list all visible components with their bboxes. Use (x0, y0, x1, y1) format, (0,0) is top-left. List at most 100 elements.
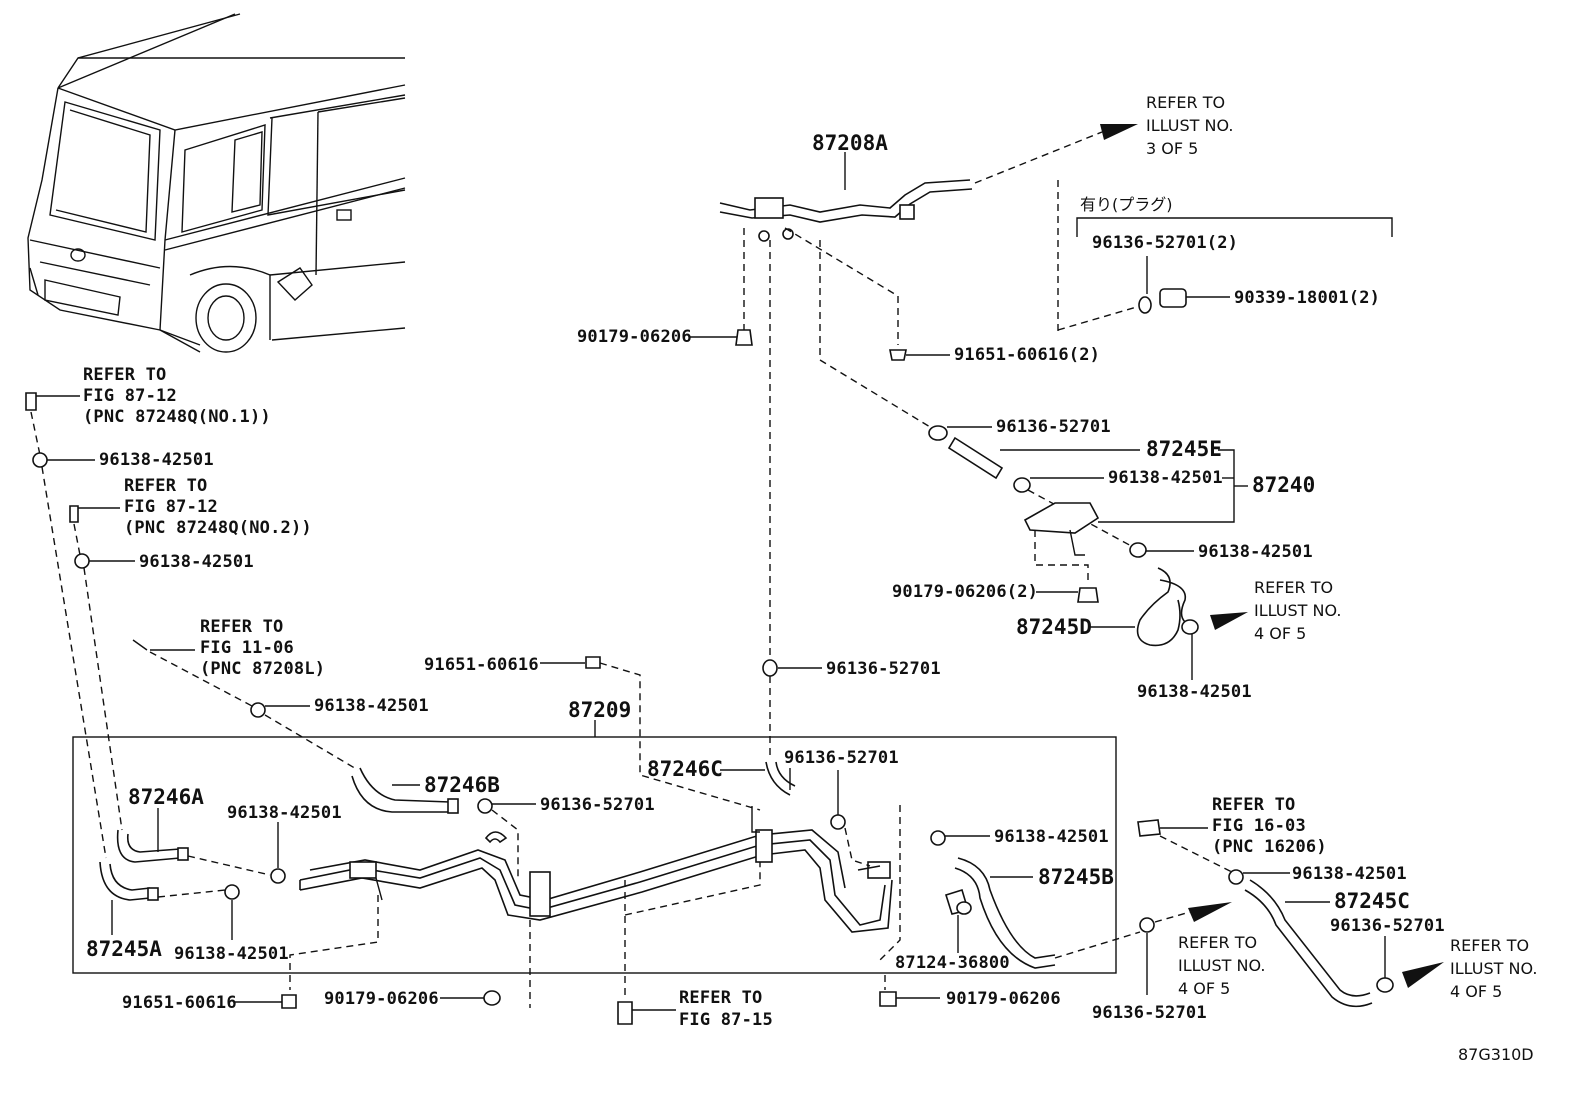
svg-text:(PNC 87208L): (PNC 87208L) (200, 659, 325, 679)
label-96136-52701-2: 96136-52701(2) (1092, 233, 1238, 253)
assembly-87209-label: 87209 (568, 698, 631, 722)
dash-to-illust-3of5 (974, 131, 1103, 184)
nut-90179-06206-2 (1077, 587, 1099, 603)
clamp-96138-42501-b (1129, 542, 1147, 558)
svg-text:REFER TO: REFER TO (1146, 93, 1225, 112)
label-96136-52701-b: 96136-52701 (540, 795, 655, 815)
clamp-96138-42501-f (224, 884, 240, 900)
clamp-96136-52701-e (1139, 917, 1155, 933)
plug-note-bracket (1076, 217, 1393, 237)
label-87245C: 87245C (1334, 889, 1410, 913)
label-96136-52701-mid: 96136-52701 (826, 659, 941, 679)
hose-87245D (1136, 567, 1181, 647)
label-96138-42501-f: 96138-42501 (174, 944, 289, 964)
label-90179-06206-bot1: 90179-06206 (324, 989, 439, 1009)
clamp-96138-42501-left3 (250, 702, 266, 718)
dash-87246A-to-clamp (187, 855, 271, 876)
hose-87245E (947, 436, 1004, 480)
label-90179-06206-2: 90179-06206(2) (892, 582, 1038, 602)
clamp-96138-42501-left1 (32, 452, 48, 468)
bolt-91651-60616-mid (585, 656, 601, 669)
dash-no1-to-clamp (30, 411, 41, 456)
label-90339-18001-2: 90339-18001(2) (1234, 288, 1380, 308)
pipe-end-16206 (1137, 819, 1161, 837)
svg-text:REFER TO: REFER TO (1450, 936, 1529, 955)
dash-87246B-to-pipe (491, 809, 519, 880)
svg-text:REFER TO: REFER TO (1178, 933, 1257, 952)
hose-87245C (1249, 879, 1371, 997)
label-90179-06206-top: 90179-06206 (577, 327, 692, 347)
svg-text:ILLUST NO.: ILLUST NO. (1254, 601, 1341, 620)
assembly-87209-frame (72, 736, 1117, 974)
dash-87245A-to-clamp (157, 889, 226, 898)
clamp-96138-42501-left2 (74, 553, 90, 569)
svg-text:4 OF 5: 4 OF 5 (1450, 982, 1502, 1001)
clamp-96138-42501-d (270, 868, 286, 884)
pipe-87208A (719, 179, 973, 242)
dash-clamp-to-arrow-b (1154, 911, 1191, 923)
label-87246C: 87246C (647, 757, 723, 781)
label-87124-36800: 87124-36800 (895, 953, 1010, 973)
clamp-96136-52701-a (928, 425, 948, 441)
svg-text:REFER TO: REFER TO (200, 617, 283, 637)
label-96136-52701-c: 96136-52701 (784, 748, 899, 768)
ref-illust-4of5-a: REFER TO ILLUST NO. 4 OF 5 (1254, 578, 1341, 643)
ref-fig-87-12-no1: REFER TO FIG 87-12 (PNC 87248Q(NO.1)) (83, 365, 271, 427)
dash-bundle-cross (624, 862, 761, 916)
bolt-91651-60616-2 (889, 349, 907, 361)
dash-valve-to-nut (1034, 530, 1089, 585)
nut-90179-06206-bot2 (879, 991, 897, 1007)
dash-left2-to-87246A (83, 567, 123, 831)
label-90179-06206-bot2: 90179-06206 (946, 989, 1061, 1009)
clamp-96138-42501-g (1228, 869, 1244, 885)
svg-text:FIG 16-03: FIG 16-03 (1212, 816, 1306, 836)
arrow-illust-3of5 (1100, 124, 1138, 140)
dash-left1-to-87245A (41, 466, 107, 859)
nut-90179-06206-top (735, 329, 753, 346)
svg-text:FIG 87-12: FIG 87-12 (124, 497, 218, 517)
dash-no2-to-clamp (73, 523, 81, 556)
label-87245D: 87245D (1016, 615, 1092, 639)
dash-16206-to-clamp (1159, 835, 1233, 873)
ref-fig-87-12-no2: REFER TO FIG 87-12 (PNC 87248Q(NO.2)) (124, 476, 312, 538)
dash-87208A-to-87245E (819, 240, 936, 431)
plug-90339-18001 (1159, 288, 1187, 308)
svg-text:REFER TO: REFER TO (83, 365, 166, 385)
dash-87208A-to-91651 (784, 227, 899, 297)
label-96136-52701-d: 96136-52701 (1330, 916, 1445, 936)
hose-87246B (359, 767, 451, 803)
clamp-96136-52701-c (830, 814, 846, 830)
pipe-bundle-87209 (299, 806, 893, 933)
label-87245A: 87245A (86, 937, 162, 961)
hose-87245B (957, 857, 1056, 959)
clamp-96138-42501-a (1013, 477, 1031, 493)
label-96138-42501-c: 96138-42501 (1137, 682, 1252, 702)
bolt-91651-60616-bot (281, 994, 297, 1009)
svg-text:4 OF 5: 4 OF 5 (1178, 979, 1230, 998)
svg-text:(PNC 87248Q(NO.2)): (PNC 87248Q(NO.2)) (124, 518, 312, 538)
clamp-96136-52701-d (1376, 977, 1394, 993)
clamp-96138-42501-e (930, 830, 946, 846)
label-87245E: 87245E (1146, 437, 1222, 461)
dash-left3-to-87246B (264, 714, 359, 771)
hose-87246A (116, 829, 181, 863)
label-91651-60616-2: 91651-60616(2) (954, 345, 1100, 365)
label-87208A: 87208A (812, 131, 888, 155)
ref-fig-11-06: REFER TO FIG 11-06 (PNC 87208L) (200, 617, 325, 679)
vehicle-illustration (27, 13, 406, 353)
nut-90179-06206-bot1 (483, 990, 501, 1006)
dash-87245B-to-clamp (1054, 931, 1141, 959)
clip-u-bolt (484, 831, 508, 844)
arrow-illust-4of5-b (1188, 902, 1232, 922)
label-96136-52701-a: 96136-52701 (996, 417, 1111, 437)
label-87240: 87240 (1252, 473, 1315, 497)
label-96138-42501-left1: 96138-42501 (99, 450, 214, 470)
dash-87208L-to-clamp (149, 651, 253, 707)
clamp-96136-52701-mid (762, 659, 778, 677)
ref-fig-87-15: REFER TO FIG 87-15 (679, 988, 773, 1030)
svg-text:ILLUST NO.: ILLUST NO. (1450, 959, 1537, 978)
arrow-illust-4of5-a (1210, 612, 1248, 630)
label-96138-42501-e: 96138-42501 (994, 827, 1109, 847)
